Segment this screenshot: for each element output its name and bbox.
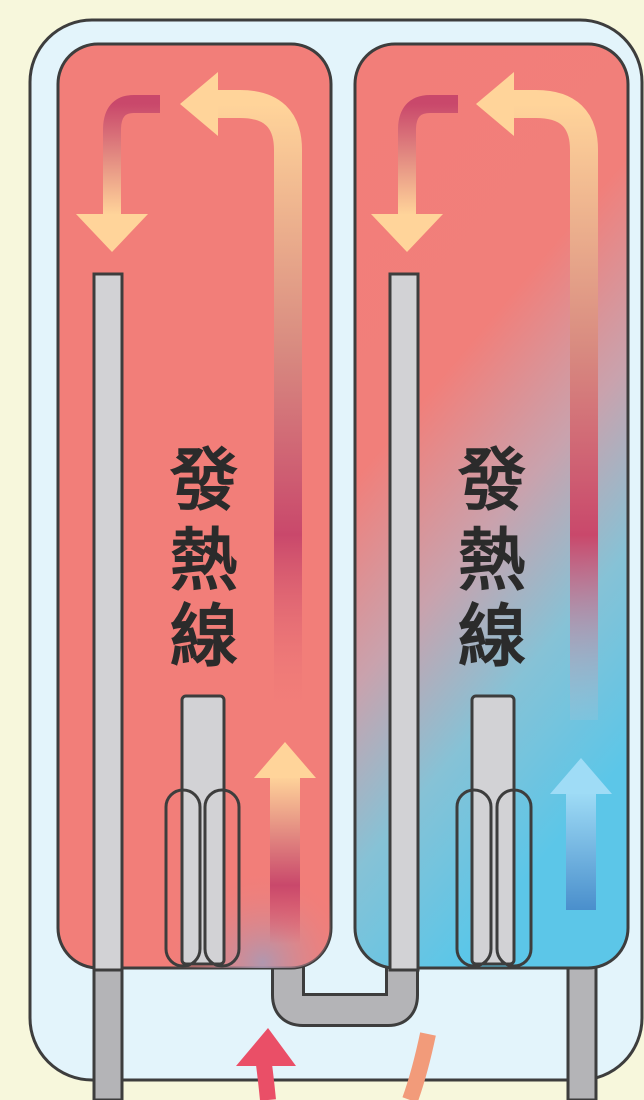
left-tank-label-1: 發 [169, 442, 238, 521]
right-tank: 發 熱 線 [353, 42, 630, 972]
right-circulation-arrow [476, 72, 598, 720]
left-tank-label-2: 熱 [170, 522, 238, 601]
right-down-arrow [371, 95, 458, 252]
left-down-arrow [76, 95, 160, 252]
right-tank-body [353, 42, 630, 970]
outlet-arrow [402, 1032, 436, 1100]
left-tank: 發 熱 線 [56, 42, 333, 972]
right-heating-element [455, 694, 533, 968]
left-outlet-pipe [92, 958, 124, 1100]
right-cold-rising-arrow [550, 758, 612, 910]
left-tank-label-3: 線 [170, 598, 238, 677]
left-circulation-arrow [180, 72, 302, 720]
right-tank-label-3: 線 [458, 598, 526, 677]
inlet-arrow [236, 1028, 296, 1100]
left-heating-element [164, 694, 241, 968]
right-tank-pipe [388, 272, 420, 972]
right-tank-label-2: 熱 [458, 522, 526, 601]
left-rising-arrow [254, 742, 316, 944]
left-tank-pipe [92, 272, 124, 972]
right-tank-label-1: 發 [457, 442, 526, 521]
